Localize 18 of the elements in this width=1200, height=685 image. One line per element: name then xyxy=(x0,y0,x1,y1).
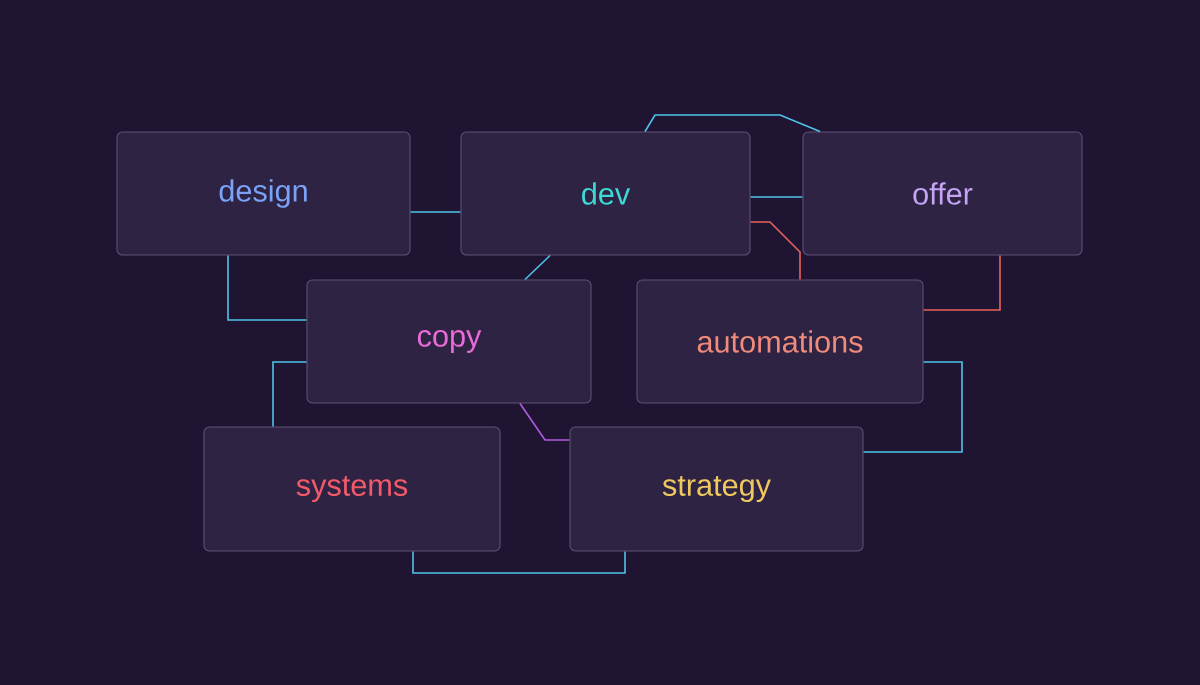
process-box: systems xyxy=(203,426,501,552)
process-box: dev xyxy=(460,131,751,256)
connector-line xyxy=(922,254,1001,311)
connector-line xyxy=(644,114,821,133)
connector-line xyxy=(272,361,308,428)
process-box: design xyxy=(116,131,411,256)
connector-line xyxy=(227,254,308,321)
process-box: strategy xyxy=(569,426,864,552)
process-box: offer xyxy=(802,131,1083,256)
process-box: copy xyxy=(306,279,592,404)
connector-line xyxy=(409,211,462,213)
connector-line xyxy=(524,254,551,281)
connector-line xyxy=(862,361,963,453)
connector-line xyxy=(749,196,804,198)
connector-line xyxy=(412,550,626,574)
connector-line xyxy=(519,402,571,441)
process-box: automations xyxy=(636,279,924,404)
connector-line xyxy=(749,221,801,281)
